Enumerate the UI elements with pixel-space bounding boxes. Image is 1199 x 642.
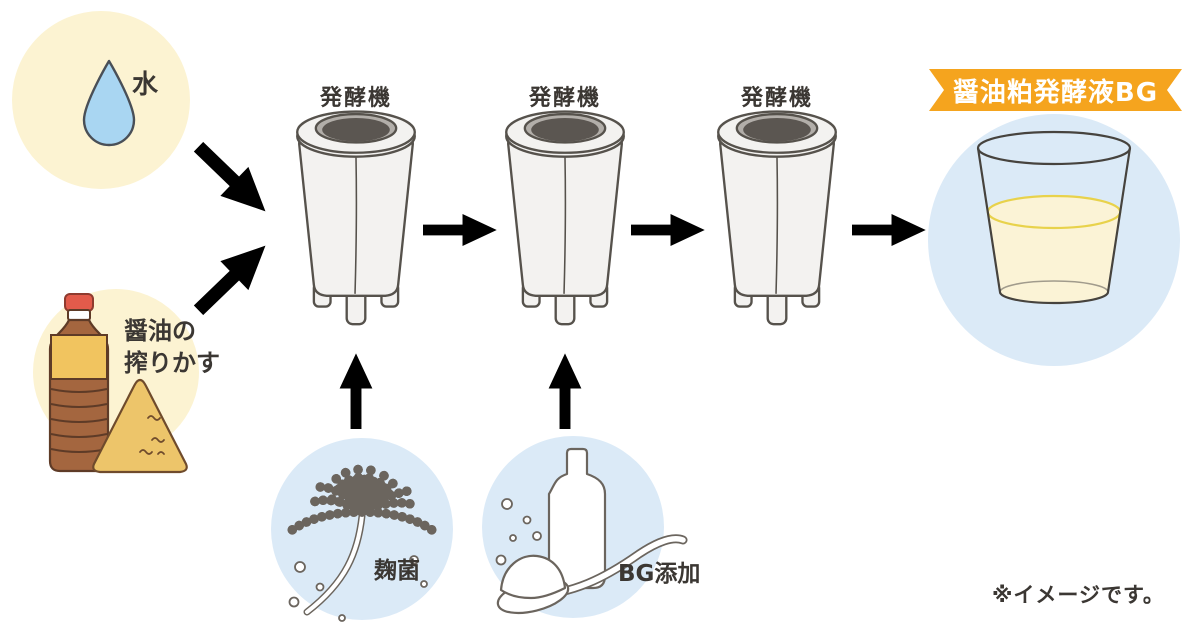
flow-arrow-fermenter3-to-product (852, 214, 926, 246)
koji-mold-icon (287, 459, 437, 622)
bg-bottle-spoon-icon (495, 447, 688, 615)
bg-label: BG添加 (618, 561, 701, 587)
fermenter-tank-icon (717, 110, 837, 326)
image-disclaimer-note: ※イメージです。 (992, 583, 1165, 607)
product-glass-icon (976, 130, 1132, 305)
lees-pile-icon (92, 378, 188, 474)
fermenter-tank-icon (505, 110, 625, 326)
soy-sauce-bottle-icon (48, 293, 110, 473)
flow-arrow-water-to-fermenter1 (184, 132, 280, 226)
water-label: 水 (132, 70, 159, 100)
lees-label: 醤油の 搾りかす (124, 315, 220, 379)
lees-label-line2: 搾りかす (124, 349, 220, 377)
water-drop-icon (82, 59, 136, 147)
fermenter-tank-icon (296, 110, 416, 326)
fermenter2-label: 発酵機 (528, 86, 601, 111)
flow-arrow-lees-to-fermenter1 (184, 231, 280, 325)
fermenter1-label: 発酵機 (319, 86, 392, 111)
flow-arrow-fermenter1-to-fermenter2 (423, 214, 497, 246)
product-ribbon-label: 醤油粕発酵液BG (952, 77, 1159, 108)
lees-label-line1: 醤油の (124, 317, 196, 345)
flow-arrow-fermenter2-to-fermenter3 (631, 214, 705, 246)
flow-arrow-bg-to-fermenter2 (548, 353, 582, 429)
koji-label: 麹菌 (374, 558, 420, 584)
product-ribbon: 醤油粕発酵液BG (929, 69, 1182, 111)
flow-arrow-koji-to-fermenter1 (339, 353, 373, 429)
fermenter3-label: 発酵機 (740, 86, 813, 111)
